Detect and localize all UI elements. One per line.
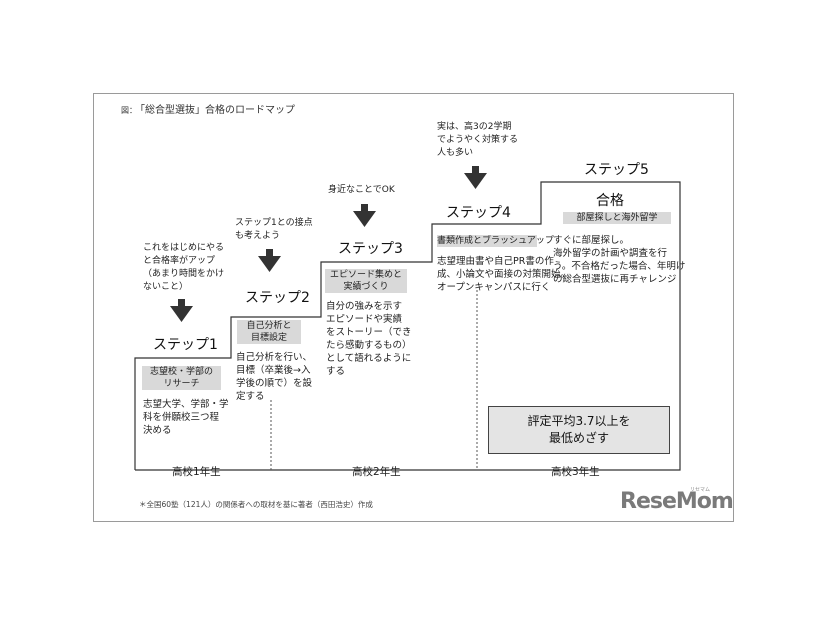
body-line: 志望理由書や自己PR書の作 — [437, 256, 554, 267]
staircase-outline — [134, 181, 681, 471]
step2-label: ステップ2 — [245, 290, 310, 306]
figure-number: 図： — [121, 106, 137, 115]
body-line: 目標（卒業後→入 — [236, 365, 311, 376]
step5-label: ステップ5 — [584, 162, 649, 178]
year-label-2: 高校2年生 — [352, 466, 401, 478]
body-line: すぐに部屋探し。 — [553, 235, 630, 246]
body-line: 自己分析を行い、 — [236, 352, 313, 363]
step5-description: すぐに部屋探し。 海外留学の計画や調査を行 う。不合格だった場合、年明け の総合… — [553, 234, 685, 286]
step4-description: 志望理由書や自己PR書の作 成、小論文や面接の対策開始。 オープンキャンパスに行… — [437, 255, 570, 294]
note-line: でようやく対策する — [437, 135, 519, 145]
step3-description: 自分の強みを示す エピソードや実績 をストーリー（でき たら感動するもの） とし… — [326, 300, 412, 378]
arrow-down-icon — [258, 249, 281, 272]
note-line: と合格率がアップ — [143, 256, 216, 266]
arrow-down-icon — [170, 299, 193, 322]
note-line: 実は、高3の2学期 — [437, 122, 512, 132]
task-line: エピソード集めと — [329, 270, 402, 280]
step4-label: ステップ4 — [446, 205, 511, 221]
arrow-down-icon — [464, 166, 487, 189]
step3-label: ステップ3 — [338, 241, 403, 257]
note-line: も考えよう — [235, 231, 281, 241]
step4-task-box: 書類作成とブラッシュアップ — [437, 235, 554, 247]
resemom-logo: ReseMom — [620, 489, 734, 514]
note-line: ステップ1との接点 — [235, 218, 313, 228]
body-line: エピソードや実績 — [326, 314, 403, 325]
resemom-logo-sub: リセマム — [690, 487, 711, 493]
body-line: たら感動するもの） — [326, 340, 412, 351]
step3-task-box: エピソード集めと 実績づくり — [325, 269, 407, 293]
step1-label: ステップ1 — [153, 337, 218, 353]
figure-title-text: 「総合型選抜」合格のロードマップ — [140, 105, 295, 116]
body-line: として語れるように — [326, 353, 412, 364]
note-line: 身近なことでOK — [328, 185, 395, 195]
task-line: 書類作成とブラッシュアップ — [437, 236, 554, 246]
figure-title: 図：「総合型選抜」合格のロードマップ — [121, 101, 295, 116]
task-line: 志望校・学部の — [149, 367, 213, 377]
task-line: リサーチ — [163, 379, 200, 389]
body-line: 決める — [143, 425, 172, 436]
note-line: （あまり時間をかけ — [143, 269, 225, 279]
body-line: 定する — [236, 391, 265, 402]
body-line: 成、小論文や面接の対策開始。 — [437, 269, 571, 280]
body-line: 学後の順で）を設 — [236, 378, 313, 389]
note-line: ないこと） — [143, 282, 189, 292]
body-line: 科を併願校三つ程 — [143, 412, 220, 423]
step2-note: ステップ1との接点 も考えよう — [235, 217, 313, 243]
body-line: う。不合格だった場合、年明け — [553, 261, 686, 272]
step1-task-box: 志望校・学部の リサーチ — [142, 366, 221, 390]
arrow-down-icon — [353, 204, 376, 227]
note-line: これをはじめにやる — [143, 243, 225, 253]
step1-note: これをはじめにやる と合格率がアップ （あまり時間をかけ ないこと） — [143, 242, 224, 294]
body-line: をストーリー（でき — [326, 327, 412, 338]
year-label-1: 高校1年生 — [172, 466, 221, 478]
step5-result: 合格 — [596, 193, 624, 209]
body-line: 志望大学、学部・学 — [143, 399, 229, 410]
body-line: の総合型選抜に再チャレンジ — [553, 274, 677, 285]
step3-note: 身近なことでOK — [328, 184, 395, 197]
body-line: オープンキャンパスに行く — [437, 282, 551, 293]
note-line: 人も多い — [437, 148, 474, 158]
step2-description: 自己分析を行い、 目標（卒業後→入 学後の順で）を設 定する — [236, 351, 312, 403]
body-line: 海外留学の計画や調査を行 — [553, 248, 668, 259]
body-line: する — [326, 366, 346, 377]
step1-description: 志望大学、学部・学 科を併願校三つ程 決める — [143, 398, 229, 437]
task-line: 部屋探しと海外留学 — [576, 213, 658, 223]
body-line: 自分の強みを示す — [326, 301, 403, 312]
task-line: 目標設定 — [250, 333, 287, 343]
task-line: 自己分析と — [246, 321, 292, 331]
step4-note: 実は、高3の2学期 でようやく対策する 人も多い — [437, 121, 518, 160]
goal-line: 評定平均3.7以上を — [527, 414, 631, 428]
year-label-3: 高校3年生 — [551, 466, 600, 478]
footnote: ＊全国60塾（121人）の関係者への取材を基に著者（西田浩史）作成 — [139, 500, 373, 509]
step2-task-box: 自己分析と 目標設定 — [237, 320, 301, 344]
goal-line: 最低めざす — [548, 431, 609, 445]
goal-box: 評定平均3.7以上を 最低めざす — [488, 406, 670, 454]
step5-task-box: 部屋探しと海外留学 — [563, 212, 671, 224]
task-line: 実績づくり — [343, 282, 389, 292]
